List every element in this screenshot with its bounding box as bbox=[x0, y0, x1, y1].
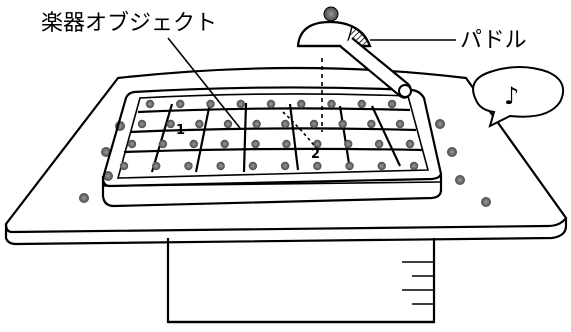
paddle-label: パドル bbox=[460, 28, 527, 53]
dot bbox=[252, 120, 260, 128]
dot bbox=[166, 120, 174, 128]
dot bbox=[159, 140, 167, 148]
grid-mark-2: 2 bbox=[311, 147, 320, 162]
dot bbox=[249, 162, 257, 170]
dot bbox=[447, 147, 457, 157]
dot bbox=[367, 120, 375, 128]
dot bbox=[410, 162, 418, 170]
dot bbox=[216, 162, 224, 170]
music-note-icon: ♪ bbox=[504, 82, 519, 110]
dot bbox=[206, 100, 214, 108]
dot bbox=[313, 162, 321, 170]
dot bbox=[327, 100, 335, 108]
dot bbox=[190, 140, 198, 148]
dot bbox=[128, 140, 136, 148]
dot bbox=[138, 120, 146, 128]
dot bbox=[481, 197, 491, 207]
paddle bbox=[298, 7, 411, 98]
dot bbox=[220, 140, 228, 148]
dot bbox=[396, 120, 404, 128]
dot bbox=[435, 119, 445, 129]
dot bbox=[338, 120, 346, 128]
table-stand bbox=[168, 238, 434, 322]
dot bbox=[195, 120, 203, 128]
dot bbox=[281, 120, 289, 128]
grid-mark-1: 1 bbox=[176, 123, 185, 138]
dot bbox=[388, 100, 396, 108]
instrument-label-leader bbox=[168, 38, 240, 128]
paddle-knob bbox=[324, 7, 338, 21]
instrument-object-label: 楽器オブジェクト bbox=[41, 11, 217, 36]
dot bbox=[406, 140, 414, 148]
dot bbox=[152, 162, 160, 170]
dot bbox=[378, 162, 386, 170]
dot bbox=[176, 100, 184, 108]
dot bbox=[120, 162, 128, 170]
dot bbox=[267, 100, 275, 108]
dot bbox=[237, 100, 245, 108]
dot bbox=[224, 120, 232, 128]
dot bbox=[310, 120, 318, 128]
dot bbox=[281, 162, 289, 170]
dot bbox=[358, 100, 366, 108]
dot bbox=[455, 175, 465, 185]
dot bbox=[344, 140, 352, 148]
dot bbox=[282, 140, 290, 148]
speech-bubble-icon: ♪ bbox=[473, 67, 563, 126]
dot bbox=[146, 100, 154, 108]
dot bbox=[345, 162, 353, 170]
dot bbox=[251, 140, 259, 148]
dot bbox=[375, 140, 383, 148]
dot bbox=[297, 100, 305, 108]
dot bbox=[79, 193, 89, 203]
dot bbox=[184, 162, 192, 170]
